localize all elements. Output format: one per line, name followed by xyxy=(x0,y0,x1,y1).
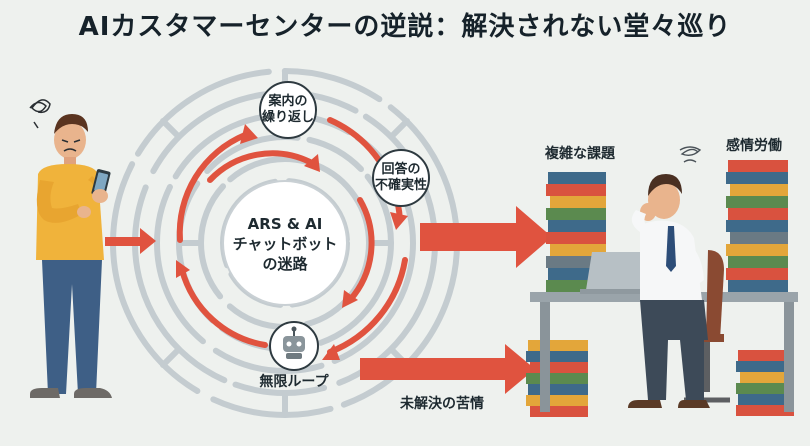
laptop-icon xyxy=(580,252,660,294)
maze-center-line1: ARS & AI xyxy=(247,215,323,233)
maze-center-label: ARS & AI チャットボット の迷路 xyxy=(225,214,345,274)
frustrated-customer xyxy=(29,99,112,398)
node-uncertain-line1: 回答の xyxy=(381,162,421,177)
output-arrow-bottom xyxy=(360,344,535,394)
stress-swirl-icon xyxy=(679,146,702,163)
label-emotional-labor: 感情労働 xyxy=(726,138,782,154)
maze-center-disc xyxy=(222,180,348,306)
maze-center-line2: チャットボット xyxy=(232,235,338,253)
output-arrow-top xyxy=(420,206,552,268)
maze-center-line3: の迷路 xyxy=(262,255,308,273)
stressed-agent xyxy=(628,174,710,408)
label-complex-issues: 複雑な課題 xyxy=(545,146,615,162)
binder-stack-bottom-right xyxy=(736,350,794,416)
entry-arrow xyxy=(105,228,156,254)
node-repeat-label: 案内の 繰り返し xyxy=(252,94,324,126)
node-uncertain-circle xyxy=(372,149,430,207)
label-unresolved-complaints: 未解決の苦情 xyxy=(400,396,484,412)
loop-arrowheads xyxy=(176,124,408,360)
binder-stack-bottom-left xyxy=(526,340,588,417)
diagram-title: AIカスタマーセンターの逆説：解決されない堂々巡り xyxy=(78,12,732,42)
node-repeat-circle xyxy=(259,81,317,139)
robot-icon xyxy=(283,326,305,359)
frustration-scribble-icon xyxy=(29,99,51,129)
node-repeat-line1: 案内の xyxy=(268,94,308,109)
node-loop-label: 無限ループ xyxy=(259,374,329,390)
node-uncertain-line2: 不確実性 xyxy=(374,178,427,193)
node-uncertain-label: 回答の 不確実性 xyxy=(365,162,437,194)
node-repeat-line2: 繰り返し xyxy=(261,110,314,125)
binder-stack-right xyxy=(726,160,788,292)
